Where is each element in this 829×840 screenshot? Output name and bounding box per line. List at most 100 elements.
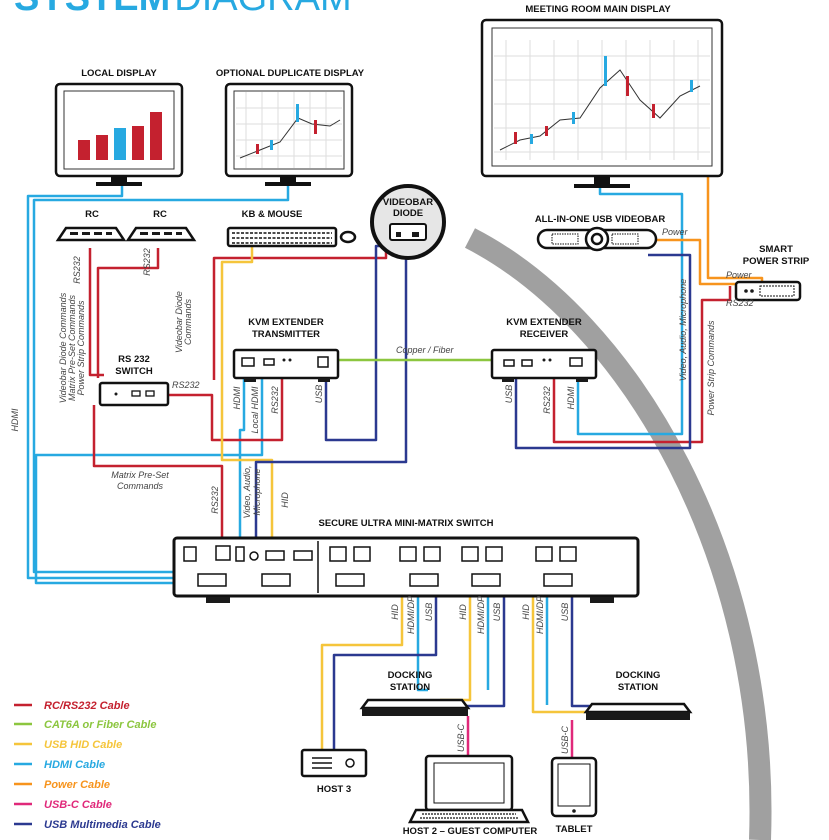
label-rs232-a: RS232 [72,256,82,284]
label-rs232-tx: RS232 [270,386,280,414]
label-p2-hid: HID [458,604,468,620]
hid-cable-port3 [531,590,594,714]
rs232-cable-rx [552,286,732,444]
label-vd-cmd-1: Videobar Diode [174,291,184,353]
legend-label: CAT6A or Fiber Cable [44,719,156,731]
usb-cable-port1 [332,590,438,750]
dock2-label-2: STATION [618,682,658,693]
hdmi-cable-dup-display [32,177,290,574]
legend-label: USB HID Cable [44,739,122,751]
local-display: LOCAL DISPLAY [54,68,184,186]
rs232-cable-switch-matrix [92,405,224,545]
dup-display-label: OPTIONAL DUPLICATE DISPLAY [216,68,365,79]
label-mps-2: Commands [117,481,164,491]
cable-labels: RS232 RS232 RS232 HDMI Videobar Diode Co… [10,227,754,754]
kvm-tx-label-1: KVM EXTENDER [248,317,324,328]
page-title: SYSTEMDIAGRAM [14,0,352,19]
host-3: HOST 3 [300,748,368,795]
dock1-label-1: DOCKING [388,670,433,681]
rs232-cable-switch-tx [168,376,284,442]
rc-remote-1: RC [55,209,127,242]
hdmi-cable-tx-out [238,376,246,540]
label-usbc-1: USB-C [456,724,466,753]
kvm-rx-label-1: KVM EXTENDER [506,317,582,328]
label-vam-2: Microphone [252,468,262,515]
label-copper: Copper / Fiber [396,345,455,355]
power-cable-videobar [648,238,756,286]
legend-label: USB Multimedia Cable [44,819,161,831]
docking-station-1: DOCKING STATION [359,670,471,716]
usb-cable-rx [514,253,692,450]
label-cmd-3: Power Strip Commands [76,300,86,396]
label-cmd-2: Matrix Pre-Set Commands [67,294,77,401]
kvm-tx-label-2: TRANSMITTER [252,329,320,340]
kvm-rx-label-2: RECEIVER [520,329,569,340]
label-hdmi-rx: HDMI [566,386,576,409]
host-2-laptop: HOST 2 – GUEST COMPUTER [403,754,538,837]
dock2-label-1: DOCKING [616,670,661,681]
label-p1-usb: USB [424,603,434,622]
label-mps-1: Matrix Pre-Set [111,470,169,480]
label-power-1: Power [662,227,689,237]
usb-cable-port3 [570,590,606,708]
hdmi-cable-port1 [416,590,428,692]
label-hid-top: HID [280,492,290,508]
legend-item: HDMI Cable [14,759,105,771]
kb-mouse-label: KB & MOUSE [242,209,303,220]
usb-cable-diode [254,240,408,545]
rs232-cable-rc2 [96,248,160,378]
videobar-label: ALL-IN-ONE USB VIDEOBAR [535,214,666,225]
label-hdmi-left: HDMI [10,408,20,431]
smart-power-strip: SMART POWER STRIP [734,244,810,302]
rs232-cable-rc1 [88,248,104,377]
rc-remote-2: RC [125,209,197,242]
label-vam-1: Video, Audio, [242,465,252,518]
hid-cable-kb [220,246,274,545]
legend-label: RC/RS232 Cable [44,700,130,712]
label-hdmi-tx: HDMI [232,386,242,409]
videobar-diode: VIDEOBAR DIODE [370,184,446,260]
label-p1-hdmidp: HDMI/DP [406,596,416,634]
tablet: TABLET [550,756,598,835]
legend: RC/RS232 Cable CAT6A or Fiber Cable USB … [14,700,161,831]
mini-matrix-switch: SECURE ULTRA MINI-MATRIX SWITCH [172,518,640,603]
hdmi-cable-local-display [26,177,200,580]
tablet-label: TABLET [556,824,593,835]
label-p3-hid: HID [521,604,531,620]
legend-item: USB Multimedia Cable [14,819,161,831]
label-usb-tx: USB [314,385,324,404]
legend-label: HDMI Cable [44,759,105,771]
rs232-switch: RS 232 SWITCH [98,354,170,407]
legend-item: CAT6A or Fiber Cable [14,719,156,731]
label-p2-usb: USB [492,603,502,622]
label-ps-commands: Power Strip Commands [706,320,716,416]
power-strip-label-1: SMART [759,244,793,255]
legend-item: Power Cable [14,779,110,791]
label-p1-hid: HID [390,604,400,620]
kvm-extender-transmitter: KVM EXTENDER TRANSMITTER [232,317,340,382]
all-in-one-videobar: ALL-IN-ONE USB VIDEOBAR [535,214,666,252]
label-vam-right: Video, Audio, Microphone [678,279,688,382]
matrix-label: SECURE ULTRA MINI-MATRIX SWITCH [318,518,493,529]
host3-label: HOST 3 [317,784,351,795]
duplicate-display: OPTIONAL DUPLICATE DISPLAY [216,68,365,186]
label-rs232-ps: RS232 [726,298,754,308]
label-rs232-b: RS232 [142,248,152,276]
label-local-hdmi: Local HDMI [250,386,260,434]
legend-label: Power Cable [44,779,110,791]
diode-label-2: DIODE [393,208,423,219]
legend-item: RC/RS232 Cable [14,700,130,712]
label-rs232-matrix: RS232 [210,486,220,514]
legend-item: USB-C Cable [14,799,112,811]
meeting-display-label: MEETING ROOM MAIN DISPLAY [525,4,671,15]
rc1-label: RC [85,209,99,220]
label-p3-hdmidp: HDMI/DP [535,596,545,634]
host2-label: HOST 2 – GUEST COMPUTER [403,826,538,837]
label-vd-cmd-2: Commands [183,298,193,345]
hdmi-cable-tx-local [34,376,285,585]
hdmi-cable-rx-main [576,176,684,436]
diode-label-1: VIDEOBAR [383,197,433,208]
kvm-extender-receiver: KVM EXTENDER RECEIVER [490,317,598,382]
label-power-2: Power [726,270,753,280]
